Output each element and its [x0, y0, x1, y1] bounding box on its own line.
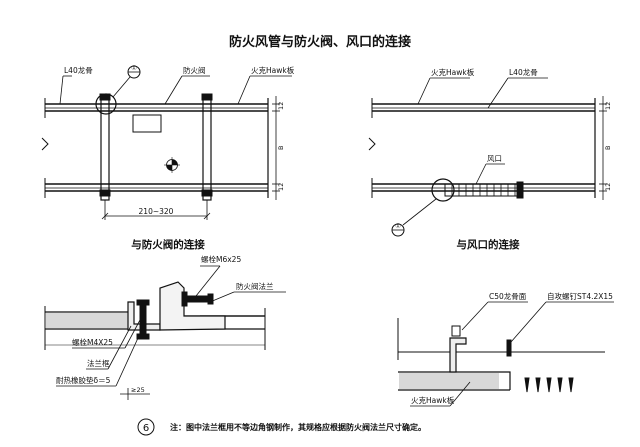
c50-label: C50龙骨面 — [489, 291, 527, 301]
valve-joint-detail — [44, 265, 286, 400]
left-dim-top: 12 — [277, 102, 285, 110]
left-dim-mid: B — [277, 146, 285, 150]
right-dim-mid: B — [604, 146, 612, 150]
left-dim-bot: 12 — [277, 183, 285, 191]
page-title: 防火风管与防火阀、风口的连接 — [229, 34, 411, 50]
left-frame-label: L40龙骨 — [64, 65, 93, 75]
outlet-joint-detail — [397, 301, 614, 407]
gasket-label: 耐热橡胶垫δ＝5 — [56, 375, 111, 385]
subtitle-outlet: 与风口的连接 — [457, 238, 520, 251]
left-valve-label: 防火阀 — [183, 65, 206, 75]
right-dim-top: 12 — [604, 102, 612, 110]
flange-frame-label: 法兰框 — [87, 358, 110, 368]
bolt-m4-label: 螺栓M4X25 — [72, 337, 113, 347]
page-number: 6 — [143, 423, 149, 434]
subtitle-valve: 与防火阀的连接 — [131, 238, 205, 251]
detail-board-label: 火克Hawk板 — [411, 395, 455, 405]
right-outlet-label: 风口 — [487, 154, 502, 163]
left-detail-ref: ① — [131, 64, 137, 72]
bolt-m6-label: 螺栓M6x25 — [201, 254, 241, 264]
left-elevation — [41, 65, 292, 220]
screw-label: 自攻螺钉ST4.2X15 — [547, 291, 613, 301]
valve-flange-label: 防火阀法兰 — [236, 281, 274, 291]
detail-dim-label: ≥25 — [131, 386, 145, 394]
right-board-label: 火克Hawk板 — [431, 67, 475, 77]
right-dim-bot: 12 — [604, 183, 612, 191]
left-board-label: 火克Hawk板 — [251, 65, 295, 75]
right-detail-ref: ① — [395, 222, 401, 230]
left-dim-span: 210~320 — [139, 207, 174, 216]
right-frame-label: L40龙骨 — [509, 67, 538, 77]
right-elevation — [368, 77, 607, 237]
footnote: 注：图中法兰框用不等边角钢制作，其规格应根据防火阀法兰尺寸确定。 — [170, 422, 426, 432]
